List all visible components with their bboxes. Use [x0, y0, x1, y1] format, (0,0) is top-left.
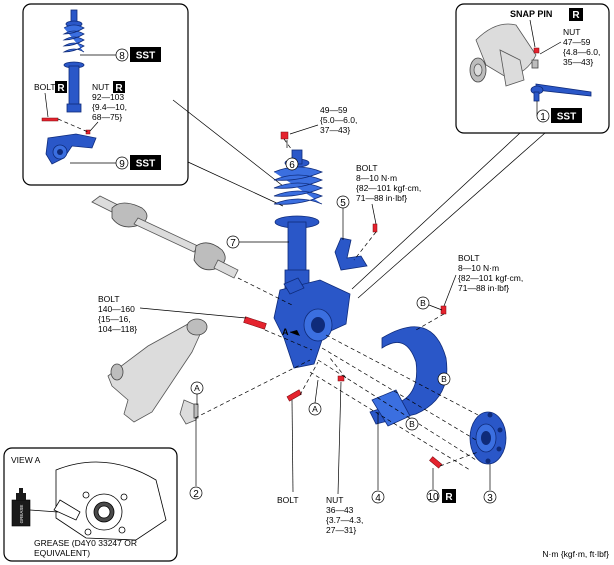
ref-b-mid [437, 372, 451, 386]
units-note: N·m {kgf·m, ft·lbf} [542, 549, 609, 559]
callout-4-number: 4 [375, 493, 381, 504]
badge-r-nut-92 [113, 81, 125, 93]
badge-sst-9-label: SST [136, 159, 155, 170]
label-torque-6: 49—59 [320, 105, 348, 115]
badge-sst-8-label: SST [136, 51, 155, 62]
callout-4 [371, 490, 385, 504]
callout-2 [189, 486, 203, 500]
label-torque-6-ftlbf: 37—43} [320, 125, 350, 135]
badge-r-bolt-detail-label: R [57, 83, 65, 94]
callout-3 [483, 490, 497, 504]
badge-r-nut-92-label: R [115, 83, 123, 94]
callout-7-number: 7 [230, 238, 236, 249]
ref-b-top-label: B [420, 298, 426, 308]
drive-shaft [91, 195, 239, 279]
label-nut-92-ftlbf: 68—75} [92, 112, 122, 122]
callout-2-number: 2 [193, 489, 199, 500]
label-nut-47: NUT [563, 27, 580, 37]
callout-9 [115, 156, 129, 170]
label-bolt-b-torque: 8—10 N·m [458, 263, 499, 273]
callout-3-number: 3 [487, 493, 493, 504]
detail-nut [85, 129, 91, 135]
label-nut-36-ftlbf: 27—31} [326, 525, 356, 535]
callout-8-number: 8 [119, 51, 125, 62]
badge-r-bolt-10-label: R [445, 492, 453, 503]
label-snap-pin: SNAP PIN [510, 9, 552, 19]
ref-a-knuckle-label: A [312, 404, 318, 414]
dust-shield [369, 326, 448, 427]
label-nut-36-torque: 36—43 [326, 505, 354, 515]
label-bolt-140-ftlbf: 104—118} [98, 324, 137, 334]
label-bolt-b-inlbf: 71—88 in·lbf} [458, 283, 509, 293]
detail-bolt [41, 117, 59, 122]
badge-sst-1-label: SST [557, 112, 576, 123]
badge-sst-1 [551, 108, 582, 123]
strut-assembly [273, 149, 324, 293]
label-bolt-140: BOLT [98, 294, 120, 304]
callout-5-number: 5 [340, 198, 346, 209]
bolt-10 [429, 456, 443, 469]
ref-b-low [405, 417, 419, 431]
badge-r-snap-pin [569, 8, 583, 21]
bolt-lower [286, 389, 302, 402]
ref-b-mid-label: B [441, 374, 447, 384]
ref-a-arm-label: A [194, 383, 200, 393]
callout-1-number: 1 [540, 112, 546, 123]
sensor-bracket [334, 237, 368, 271]
label-bolt-b-kgf: {82—101 kgf·cm, [458, 273, 523, 283]
label-nut-92-torque: 92—103 [92, 92, 124, 102]
bolt-140 [243, 316, 267, 330]
label-nut-47-torque: 47—59 [563, 37, 591, 47]
badge-sst-9 [130, 155, 161, 170]
grease-can-icon [11, 488, 31, 527]
view-a-label: VIEW A [11, 455, 41, 465]
steering-knuckle [273, 277, 351, 369]
ref-b-low-label: B [409, 419, 415, 429]
grease-note-line1: GREASE (D4Y0 33247 OR [34, 538, 137, 548]
badge-r-snap-pin-label: R [572, 10, 580, 21]
grease-note-line2: EQUIVALENT) [34, 548, 90, 558]
wheel-hub [469, 411, 507, 465]
label-bolt-140-kgf: {15—16, [98, 314, 131, 324]
view-a-drawing [53, 461, 167, 541]
label-nut-92: NUT [92, 82, 109, 92]
label-bolt-5-kgf: {82—101 kgf·cm, [356, 183, 421, 193]
callout-8 [115, 48, 129, 62]
label-nut-36: NUT [326, 495, 343, 505]
nut-36 [337, 375, 345, 382]
bolt-5 [372, 223, 378, 233]
label-bolt-5: BOLT [356, 163, 378, 173]
callout-6 [285, 157, 299, 171]
callout-9-number: 9 [119, 159, 125, 170]
badge-sst-8 [130, 47, 161, 62]
detail-knuckle-drawing [469, 23, 539, 87]
detail-snap-pin [533, 47, 540, 54]
label-bolt-5-inlbf: 71—88 in·lbf} [356, 193, 407, 203]
grease-can-label: GREASE [19, 505, 24, 524]
detail-strut-drawing [45, 9, 97, 165]
label-nut-47-kgf: {4.8—6.0, [563, 47, 600, 57]
label-nut-47-ftlbf: 35—43} [563, 57, 593, 67]
label-nut-92-kgf: {9.4—10, [92, 102, 127, 112]
label-bolt-5-torque: 8—10 N·m [356, 173, 397, 183]
callout-10 [426, 489, 440, 503]
callout-1 [536, 109, 550, 123]
callout-10-number: 10 [427, 492, 439, 503]
label-bolt-b: BOLT [458, 253, 480, 263]
label-nut-36-kgf: {3.7—4.3, [326, 515, 363, 525]
callout-6-number: 6 [289, 160, 295, 171]
view-arrow-label: A [282, 327, 289, 337]
badge-r-bolt-10 [442, 489, 456, 503]
badge-r-bolt-detail [55, 81, 67, 93]
lower-arm [107, 318, 208, 425]
label-bolt-detail: BOLT [34, 82, 56, 92]
label-torque-6-kgf: {5.0—6.0, [320, 115, 357, 125]
label-bolt-bottom: BOLT [277, 495, 299, 505]
ref-b-top [416, 296, 430, 310]
nut-6 [280, 131, 289, 140]
label-bolt-140-torque: 140—160 [98, 304, 135, 314]
